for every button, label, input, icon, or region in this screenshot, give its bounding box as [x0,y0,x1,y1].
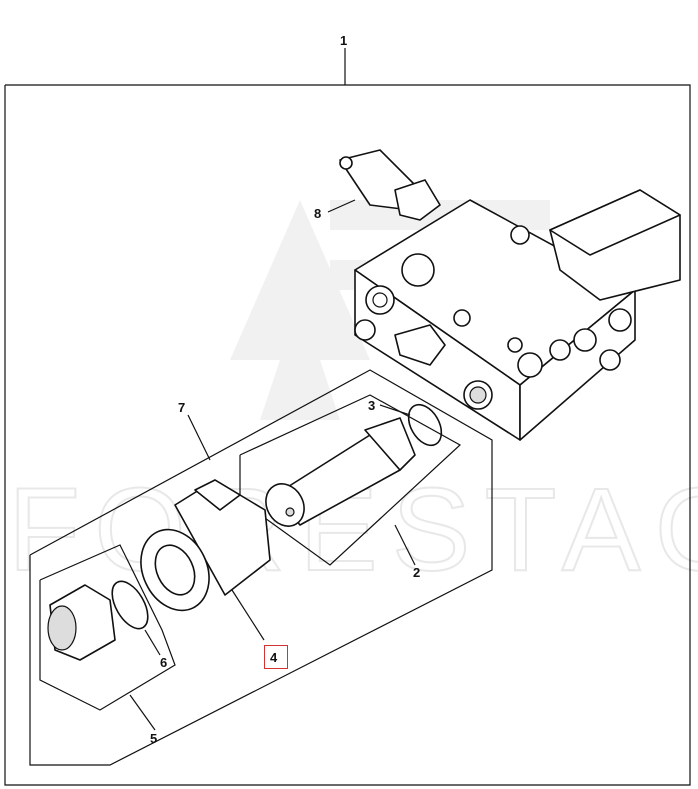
callout-8: 8 [314,206,321,221]
callout-3: 3 [368,398,375,413]
callout-7: 7 [178,400,185,415]
kit-frame-2 [239,394,462,566]
callout-4-highlight [264,645,288,669]
callout-4: 4 [270,650,278,665]
callout-6: 6 [160,655,167,670]
valve-block [354,189,681,441]
part-6-o-ring [111,580,149,630]
kit-frame-7 [29,369,493,766]
part-2-solenoid-tube [265,417,416,527]
part-5-nut [47,584,116,661]
callout-2: 2 [413,565,420,580]
callout-5: 5 [150,731,157,746]
assembly-frame [4,84,691,786]
callout-1: 1 [340,33,347,48]
part-8-cartridge [339,149,441,221]
part-4-solenoid-coil [140,479,271,612]
kit-frame-5 [39,544,176,711]
